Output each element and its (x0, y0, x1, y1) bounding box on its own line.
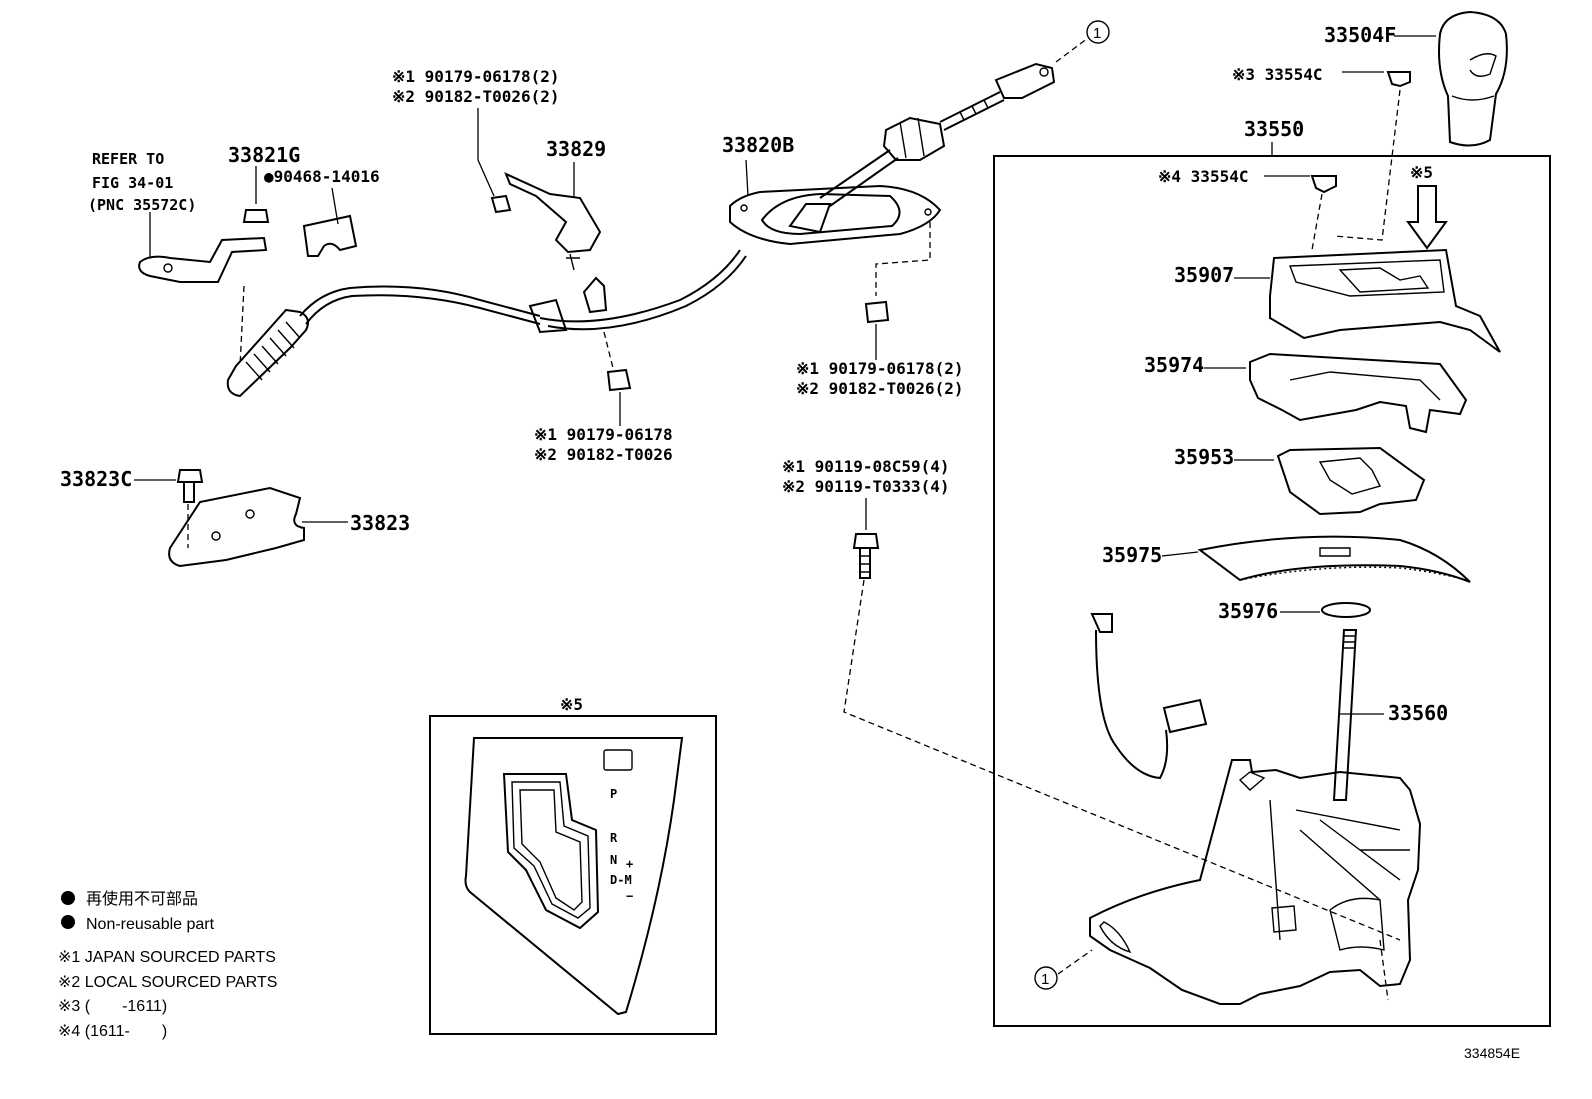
assembly-33550-box (993, 155, 1551, 1027)
label-33820B: 33820B (722, 133, 794, 157)
nut-mid-labels: ※1 90179-06178 ※2 90182-T0026 (534, 425, 673, 464)
label-33823: 33823 (350, 511, 410, 535)
label-33823C: 33823C (60, 467, 132, 491)
refer-line-3: (PNC 35572C) (88, 196, 196, 214)
shift-cable (528, 249, 747, 334)
legend-note-4: ※4 (1611- ) (58, 1023, 167, 1040)
bolt-33823C (176, 469, 204, 503)
nut-mid (606, 368, 632, 392)
bolt-labels: ※1 90119-08C59(4) ※2 90119-T0333(4) (782, 457, 950, 496)
bracket-33829 (504, 172, 602, 271)
leader-33820B (745, 159, 749, 197)
indicator-housing-35907 (1269, 248, 1501, 353)
bolt-90119 (852, 533, 880, 579)
gate-label-plus: + (626, 857, 633, 871)
leader-35975 (1161, 551, 1199, 557)
label-33554C-4: ※4 33554C (1158, 167, 1248, 186)
label-33560: 33560 (1388, 701, 1448, 725)
nonreusable-dot-icon (61, 891, 75, 905)
gate-label-R: R (610, 831, 618, 845)
nut-right (864, 300, 890, 324)
cable-upper (819, 62, 1056, 207)
dash-mid-nut (603, 331, 615, 373)
label-clip-top-2: ※2 90182-T0026(2) (392, 87, 560, 106)
dash-base-inner (1379, 939, 1389, 1001)
label-33550: 33550 (1244, 117, 1304, 141)
label-note5-top: ※5 (1410, 163, 1433, 182)
legend: 再使用不可部品 Non-reusable part ※1 JAPAN SOURC… (58, 890, 277, 1040)
bracket-part (138, 236, 268, 283)
label-33821G: 33821G (228, 143, 300, 167)
label-nut-right-2: ※2 90182-T0026(2) (796, 379, 964, 398)
down-arrow-icon (1406, 185, 1448, 250)
bracket-33823 (168, 486, 305, 568)
dash-33554C-3 (1333, 89, 1401, 241)
label-33829: 33829 (546, 137, 606, 161)
legend-note-3: ※3 ( -1611) (58, 998, 167, 1015)
label-clip-top-1: ※1 90179-06178(2) (392, 67, 560, 86)
inset-title: ※5 (560, 695, 583, 714)
label-bolt-2: ※2 90119-T0333(4) (782, 477, 950, 496)
gate-label-D-M: D-M (610, 873, 632, 887)
label-35953: 35953 (1174, 445, 1234, 469)
legend-nonreusable-en: Non-reusable part (86, 916, 215, 933)
dash-circle-1-top (1055, 37, 1089, 63)
legend-nonreusable-jp: 再使用不可部品 (86, 890, 198, 908)
refer-line-1: REFER TO (92, 150, 164, 168)
slide-plate-35974 (1249, 352, 1468, 434)
nut-right-labels: ※1 90179-06178(2) ※2 90182-T0026(2) (796, 359, 964, 398)
circle-marker-1-top: 1 (1086, 20, 1110, 44)
figure-id: 334854E (1464, 1045, 1520, 1061)
dash-bolt-to-base (843, 579, 1401, 941)
label-nut-mid-1: ※1 90179-06178 (534, 425, 673, 444)
dash-circle-1-bottom (1057, 949, 1093, 975)
leader-clip-top (477, 108, 495, 197)
legend-note-1: ※1 JAPAN SOURCED PARTS (58, 949, 276, 966)
gate-label-N: N (610, 853, 617, 867)
label-90468-14016: ●90468-14016 (264, 167, 380, 186)
clip-top-labels: ※1 90179-06178(2) ※2 90182-T0026(2) (392, 67, 560, 106)
clip-top-part (490, 194, 512, 214)
gate-plate-35953 (1276, 446, 1426, 516)
refer-note: REFER TO FIG 34-01 (PNC 35572C) (88, 150, 196, 214)
label-nut-mid-2: ※2 90182-T0026 (534, 445, 673, 464)
label-35974: 35974 (1144, 353, 1204, 377)
shift-lever-base (1089, 759, 1422, 1005)
gate-label-minus: − (626, 889, 633, 903)
slide-cover-35975 (1197, 535, 1471, 583)
label-bolt-1: ※1 90119-08C59(4) (782, 457, 950, 476)
clip-90468 (302, 214, 358, 257)
inset-frame (429, 715, 717, 1035)
label-35976: 35976 (1218, 599, 1278, 623)
circle-marker-1-bottom: 1 (1034, 966, 1058, 990)
refer-line-2: FIG 34-01 (92, 174, 173, 192)
label-33504F: 33504F (1324, 23, 1396, 47)
nut-33821G (242, 209, 270, 223)
gate-labels: P R N + D-M − (610, 787, 633, 903)
nonreusable-dot-icon-2 (61, 915, 75, 929)
label-33554C-3: ※3 33554C (1232, 65, 1322, 84)
gate-plate (464, 737, 684, 1016)
washer-35976 (1321, 602, 1371, 618)
gate-label-P: P (610, 787, 617, 801)
dash-right-nut (875, 222, 931, 296)
svg-text:1: 1 (1041, 971, 1049, 988)
label-35975: 35975 (1102, 543, 1162, 567)
legend-note-2: ※2 LOCAL SOURCED PARTS (58, 974, 277, 991)
dash-33554C-4 (1311, 193, 1323, 251)
wire-harness (1090, 613, 1208, 780)
clip-33554C-top (1386, 71, 1411, 88)
cable-end-boot (226, 285, 541, 398)
label-35907: 35907 (1174, 263, 1234, 287)
clip-33554C-inner (1310, 175, 1337, 194)
shift-knob-33504F (1438, 10, 1508, 147)
shift-rod-33560 (1332, 629, 1358, 801)
label-nut-right-1: ※1 90179-06178(2) (796, 359, 964, 378)
svg-text:1: 1 (1093, 25, 1101, 42)
dash-bracket-cable (239, 285, 245, 367)
boot-plate-33820B (729, 184, 942, 246)
